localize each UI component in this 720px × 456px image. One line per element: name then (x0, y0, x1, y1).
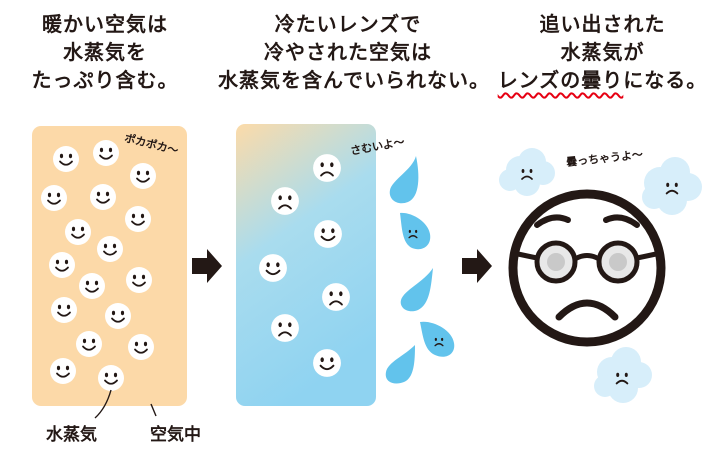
cloud-icon (642, 157, 702, 215)
arrow-right-icon (462, 249, 492, 283)
heading-line: 冷やされた空気は (264, 40, 432, 64)
smile-icon (96, 235, 124, 263)
heading-line: 冷たいレンズで (274, 12, 422, 36)
droplet-icon (420, 321, 455, 357)
heading-line: 水蒸気を含んでいられない。 (218, 68, 490, 92)
smile-icon (89, 183, 117, 211)
frown-icon (321, 282, 351, 312)
frown-icon (312, 153, 342, 183)
foggy-glasses-face-icon (508, 189, 666, 347)
heading-tail: になる。 (623, 68, 708, 92)
smile-icon (124, 205, 152, 233)
vapor-pointer-line (94, 389, 112, 419)
smile-icon (97, 364, 125, 392)
heading-line: 暖かい空気は (42, 12, 168, 36)
smile-icon (258, 253, 288, 283)
droplet-icon (400, 268, 433, 312)
heading-line: たっぷり含む。 (31, 68, 179, 92)
smile-icon (104, 302, 132, 330)
droplet-icon (385, 345, 415, 384)
lens-fog-emphasis: レンズの曇り (497, 68, 624, 92)
smile-icon (78, 272, 106, 300)
droplet-icon (389, 156, 419, 204)
smile-icon (127, 333, 155, 361)
heading-line: 追い出された (539, 12, 666, 36)
vapor-label: 水蒸気 (46, 425, 97, 445)
smile-icon (125, 266, 153, 294)
smile-icon (64, 218, 92, 246)
escaping-droplets (385, 156, 455, 384)
heading-line-emph: レンズの曇りになる。 (485, 66, 720, 94)
smile-icon (313, 219, 343, 249)
smile-icon (129, 162, 157, 190)
cloud-icon (499, 148, 555, 196)
arrow-right-icon (192, 249, 222, 283)
smile-icon (50, 296, 78, 324)
cloud-icon (594, 347, 652, 403)
smile-icon (75, 330, 103, 358)
heading-cooled-air: 冷たいレンズで 冷やされた空気は 水蒸気を含んでいられない。 (218, 10, 490, 94)
heading-warm-air: 暖かい空気は 水蒸気を たっぷり含む。 (0, 10, 210, 94)
heading-line: 水蒸気が (560, 40, 645, 64)
smile-icon (92, 139, 120, 167)
frown-icon (270, 186, 300, 216)
smile-icon (52, 145, 80, 173)
air-label: 空気中 (150, 425, 201, 445)
heading-fogging: 追い出された 水蒸気が レンズの曇りになる。 (485, 10, 720, 94)
smile-icon (312, 348, 342, 378)
frown-icon (270, 313, 300, 343)
smile-icon (48, 251, 76, 279)
warm-air-box (32, 126, 187, 406)
heading-line: 水蒸気を (63, 40, 147, 64)
air-pointer-line (150, 403, 157, 417)
cooled-air-box (236, 124, 376, 406)
smile-icon (49, 357, 77, 385)
smile-icon (40, 184, 68, 212)
fog-clouds (499, 148, 702, 403)
